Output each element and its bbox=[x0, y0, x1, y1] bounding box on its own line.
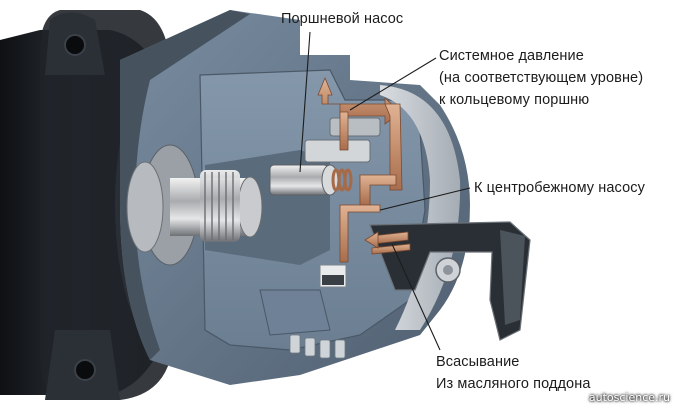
watermark: autoscience.ru bbox=[588, 391, 670, 404]
leader-suction bbox=[391, 243, 441, 351]
piston-pump bbox=[269, 117, 381, 196]
label-piston-pump: Поршневой насос bbox=[281, 11, 404, 27]
leader-lines bbox=[299, 31, 471, 351]
leader-centrifugal-pump bbox=[379, 187, 471, 211]
label-system-pressure-3: к кольцевому поршню bbox=[439, 92, 590, 108]
leader-piston-pump bbox=[299, 31, 311, 173]
label-suction-2: Из масляного поддона bbox=[436, 376, 591, 392]
label-to-centrifugal-pump: К центробежному насосу bbox=[474, 180, 645, 196]
drive-shaft bbox=[126, 144, 263, 266]
label-suction-1: Всасывание bbox=[436, 354, 520, 370]
label-system-pressure-1: Системное давление bbox=[439, 48, 584, 64]
leader-system-pressure bbox=[349, 57, 437, 111]
label-system-pressure-2: (на соответствующем уровне) bbox=[439, 70, 644, 86]
suction-pipe bbox=[369, 221, 531, 341]
oil-channels bbox=[317, 76, 411, 263]
